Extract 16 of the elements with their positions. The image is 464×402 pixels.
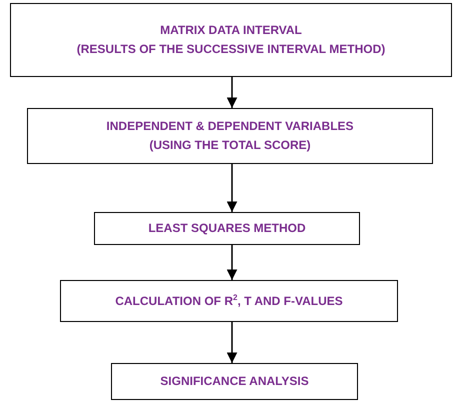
arrow (226, 245, 238, 280)
box-text: (RESULTS OF THE SUCCESSIVE INTERVAL METHOD) (76, 43, 386, 56)
process-box (111, 363, 358, 400)
box-text: CALCULATION OF R$^{2}$, T AND F-VALUES (115, 294, 343, 308)
box-text: (USING THE TOTAL SCORE) (149, 139, 311, 152)
process-box (60, 280, 398, 322)
box-text: SIGNIFICANCE ANALYSIS (160, 374, 309, 388)
box-text: MATRIX DATA INTERVAL (160, 24, 302, 37)
process-box (10, 3, 452, 77)
process-box (94, 212, 360, 245)
process-box (27, 108, 433, 164)
box-text: INDEPENDENT & DEPENDENT VARIABLES (106, 120, 354, 133)
arrow (226, 322, 238, 363)
arrow (226, 164, 238, 212)
arrow (226, 77, 238, 108)
box-text: LEAST SQUARES METHOD (148, 222, 306, 236)
